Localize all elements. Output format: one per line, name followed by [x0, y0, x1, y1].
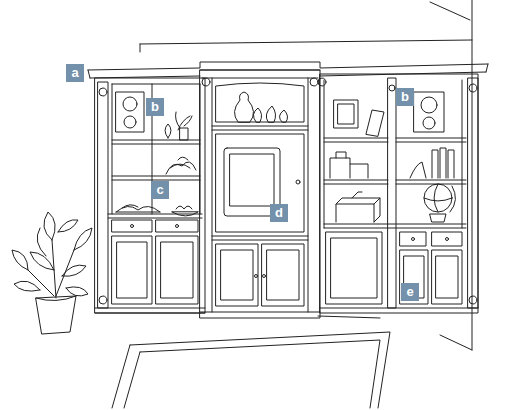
center-cabinet: [200, 70, 320, 318]
right-cabinet: [318, 74, 478, 313]
potted-plant: [12, 212, 92, 334]
callout-letter: b: [146, 98, 164, 116]
callout-letter: c: [151, 181, 169, 199]
callout-letter: e: [401, 283, 419, 301]
left-cabinet: [95, 78, 205, 313]
callout-letter: d: [270, 204, 288, 222]
rug: [112, 332, 390, 408]
room-lines: [140, 0, 472, 350]
callout-letter: b: [396, 88, 414, 106]
callout-letter: a: [66, 64, 84, 82]
